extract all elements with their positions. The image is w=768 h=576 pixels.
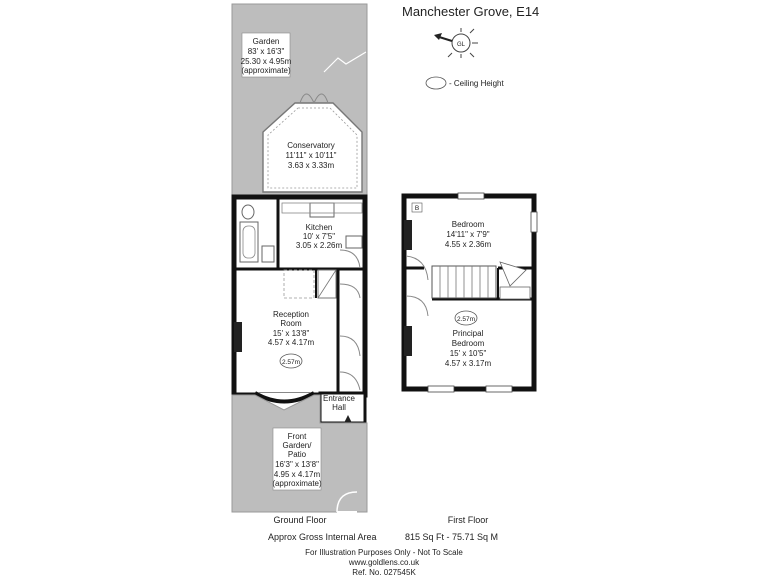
property-title: Manchester Grove, E14 (402, 4, 539, 19)
kitchen-name: Kitchen (306, 223, 333, 232)
front-garden-name-2: Garden/ (283, 441, 313, 450)
staircase (431, 265, 497, 299)
principal-imperial: 15' x 10'5" (450, 349, 487, 358)
footer-disclaimer: For Illustration Purposes Only - Not To … (305, 548, 463, 557)
bedroom-name: Bedroom (452, 220, 485, 229)
reception-name-1: Reception (273, 310, 309, 319)
principal-name-1: Principal (453, 329, 484, 338)
garden-imperial: 83' x 16'3" (248, 47, 285, 56)
front-garden-name-1: Front (288, 432, 307, 441)
garden-note: (approximate) (241, 66, 291, 75)
reception-ceiling-height: 2.57m (282, 359, 300, 366)
ground-floor-plan (231, 3, 368, 513)
entrance-name-1: Entrance (323, 394, 356, 403)
front-garden-name-3: Patio (288, 450, 307, 459)
front-garden-imperial: 16'3" x 13'8" (275, 460, 319, 469)
footer-ref: Ref. No. 027545K (352, 568, 416, 576)
reception-name-2: Room (280, 319, 302, 328)
conservatory-metric: 3.63 x 3.33m (288, 161, 335, 170)
entrance-name-2: Hall (332, 403, 346, 412)
garden-name: Garden (253, 37, 280, 46)
front-garden-note: (approximate) (272, 479, 322, 488)
ground-floor-label: Ground Floor (273, 515, 326, 525)
front-garden-metric: 4.95 x 4.17m (274, 470, 321, 479)
compass-icon (434, 28, 478, 58)
ceiling-height-legend-icon (425, 76, 447, 90)
first-floor-label: First Floor (448, 515, 489, 525)
bedroom-marker: B (415, 205, 419, 212)
reception-imperial: 15' x 13'8" (273, 329, 310, 338)
principal-name-2: Bedroom (452, 339, 485, 348)
principal-metric: 4.57 x 3.17m (445, 359, 492, 368)
kitchen-imperial: 10' x 7'5" (303, 232, 335, 241)
conservatory-area (262, 102, 363, 193)
reception-metric: 4.57 x 4.17m (268, 338, 315, 347)
ceiling-legend-label: - Ceiling Height (449, 79, 504, 88)
area-label: Approx Gross Internal Area (268, 532, 377, 542)
conservatory-name: Conservatory (287, 141, 335, 150)
bedroom-imperial: 14'11" x 7'9" (446, 230, 489, 239)
area-value: 815 Sq Ft - 75.71 Sq M (405, 532, 498, 542)
kitchen-metric: 3.05 x 2.26m (296, 241, 343, 250)
principal-ceiling-height: 2.57m (457, 316, 475, 323)
compass-label: GL (457, 42, 466, 48)
garden-metric: 25.30 x 4.95m (241, 57, 292, 66)
conservatory-imperial: 11'11" x 10'11" (286, 151, 337, 160)
footer-website: www.goldlens.co.uk (348, 558, 420, 567)
bedroom-metric: 4.55 x 2.36m (445, 240, 492, 249)
first-floor-plan (401, 192, 538, 393)
